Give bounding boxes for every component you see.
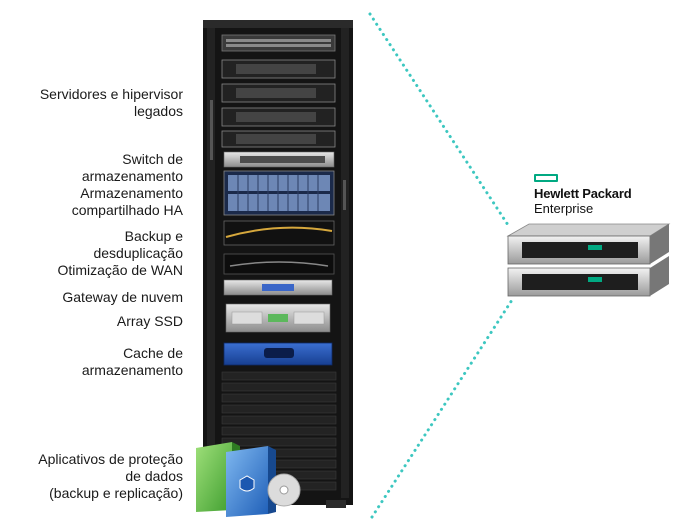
hpe-logo-line1: Hewlett Packard [534,186,632,201]
label-apps: Aplicativos de proteção de dados (backup… [38,451,183,502]
hpe-element-icon [534,174,558,182]
hpe-server [506,223,671,297]
storage-cache [223,342,333,366]
label-line: (backup e replicação) [49,485,183,501]
hpe-logo: Hewlett Packard Enterprise [534,174,632,216]
label-cache: Cache de armazenamento [82,345,183,379]
label-line: Backup e [124,228,183,244]
label-line: compartilhado HA [71,202,183,218]
label-ssd: Array SSD [117,313,183,330]
label-line: Array SSD [116,313,183,329]
label-line: Aplicativos de proteção [38,451,183,467]
label-line: Otimização de WAN [57,262,183,278]
label-line: armazenamento [81,362,183,378]
label-line: Servidores e hipervisor [39,86,183,102]
label-line: armazenamento [81,168,183,184]
backup-appliance [223,220,335,246]
label-line: Armazenamento [80,185,183,201]
wan-optimizer [223,253,335,275]
label-line: legados [133,103,183,119]
legacy-servers [221,59,336,148]
label-storage: Switch de armazenamento Armazenamento co… [72,151,183,219]
label-backup: Backup e desduplicação Otimização de WAN [57,228,183,279]
label-legacy-servers: Servidores e hipervisor legados [40,86,183,120]
cloud-gateway [223,279,333,296]
hpe-logo-line2: Enterprise [534,201,594,216]
connector-lines [368,12,514,519]
label-gateway: Gateway de nuvem [62,289,183,306]
label-line: Gateway de nuvem [62,289,183,305]
label-line: desduplicação [93,245,183,261]
ssd-array [225,303,331,333]
storage-switch [223,151,335,168]
shared-storage-array [223,170,335,216]
software-boxes [196,442,301,517]
label-line: Switch de [122,151,183,167]
label-line: de dados [125,468,183,484]
server-rack [203,20,353,508]
label-line: Cache de [123,345,183,361]
